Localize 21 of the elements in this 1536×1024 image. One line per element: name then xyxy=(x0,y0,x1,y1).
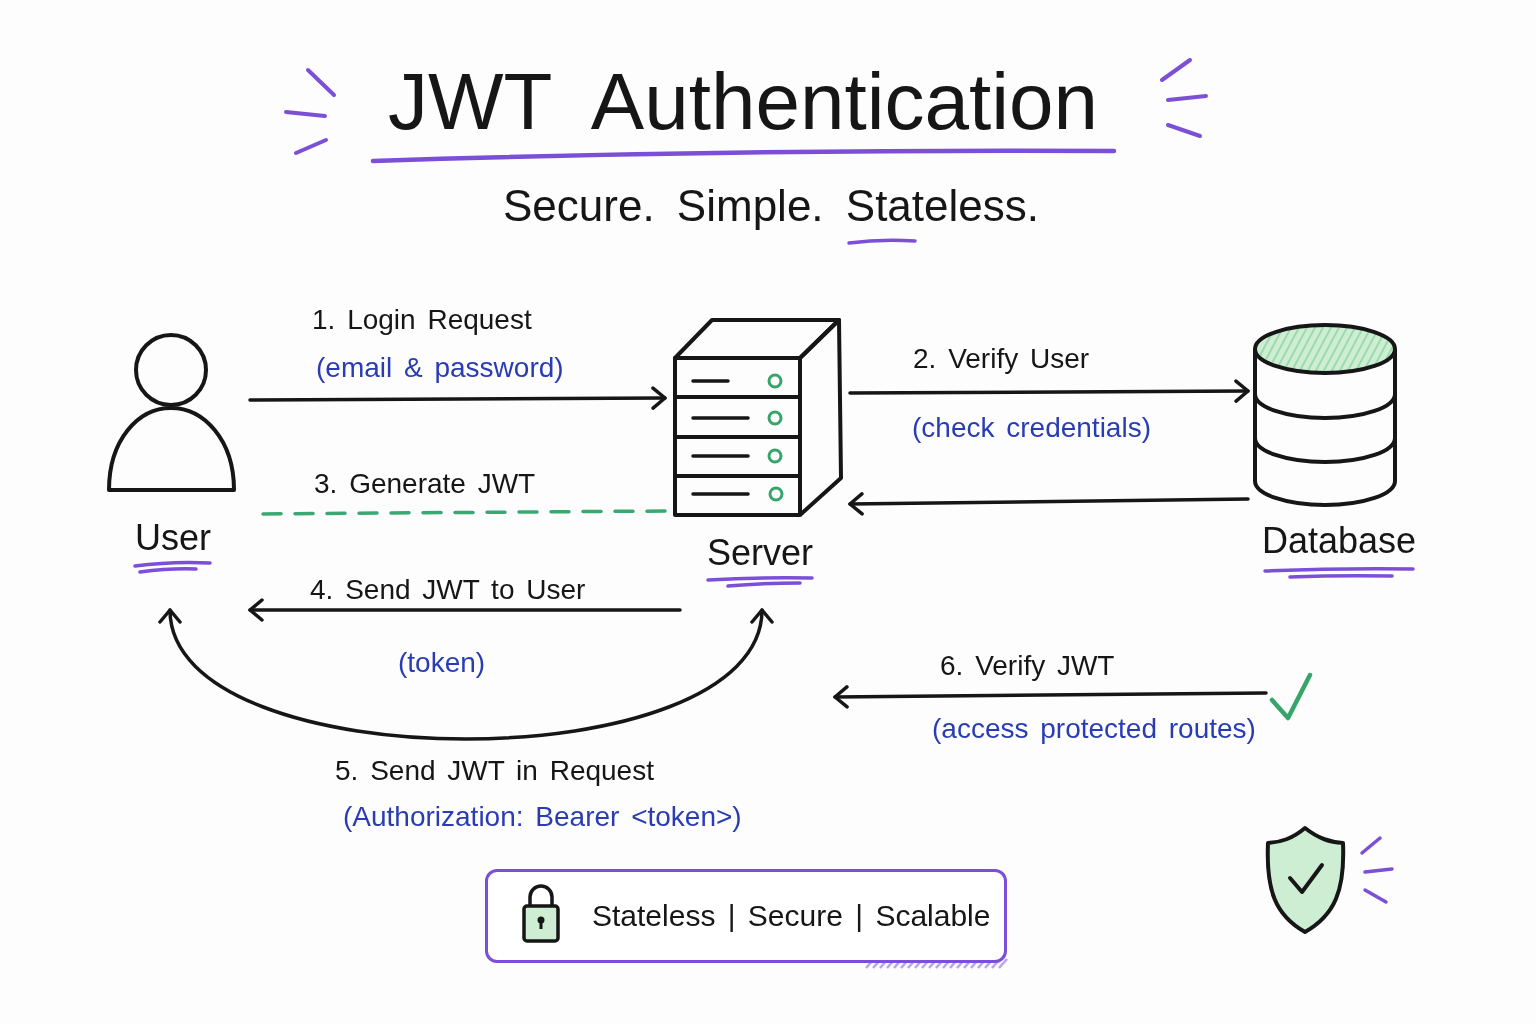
feature-banner xyxy=(485,869,1007,963)
step-label: 6. Verify JWT xyxy=(940,649,1115,683)
step-note: (email & password) xyxy=(316,351,564,385)
step-label: 5. Send JWT in Request xyxy=(335,754,654,788)
step-note: (Authorization: Bearer <token>) xyxy=(343,800,742,834)
node-label: User xyxy=(135,516,211,560)
node-label: Server xyxy=(707,531,813,575)
arrow xyxy=(848,379,1250,403)
arrow xyxy=(833,685,1268,709)
step-label: 1. Login Request xyxy=(312,303,532,337)
title: JWT Authentication xyxy=(388,58,1098,146)
node-label: Database xyxy=(1261,519,1417,563)
step-note: (access protected routes) xyxy=(932,712,1256,746)
step-label: 4. Send JWT to User xyxy=(310,573,586,607)
arrow xyxy=(848,492,1250,516)
step-label: 2. Verify User xyxy=(913,342,1090,376)
arrow xyxy=(248,386,667,410)
step-label: 3. Generate JWT xyxy=(314,467,536,501)
banner-text: Stateless | Secure | Scalable xyxy=(592,898,991,934)
subtitle: Secure. Simple. Stateless. xyxy=(503,180,1039,232)
step-note: (check credentials) xyxy=(912,411,1151,445)
